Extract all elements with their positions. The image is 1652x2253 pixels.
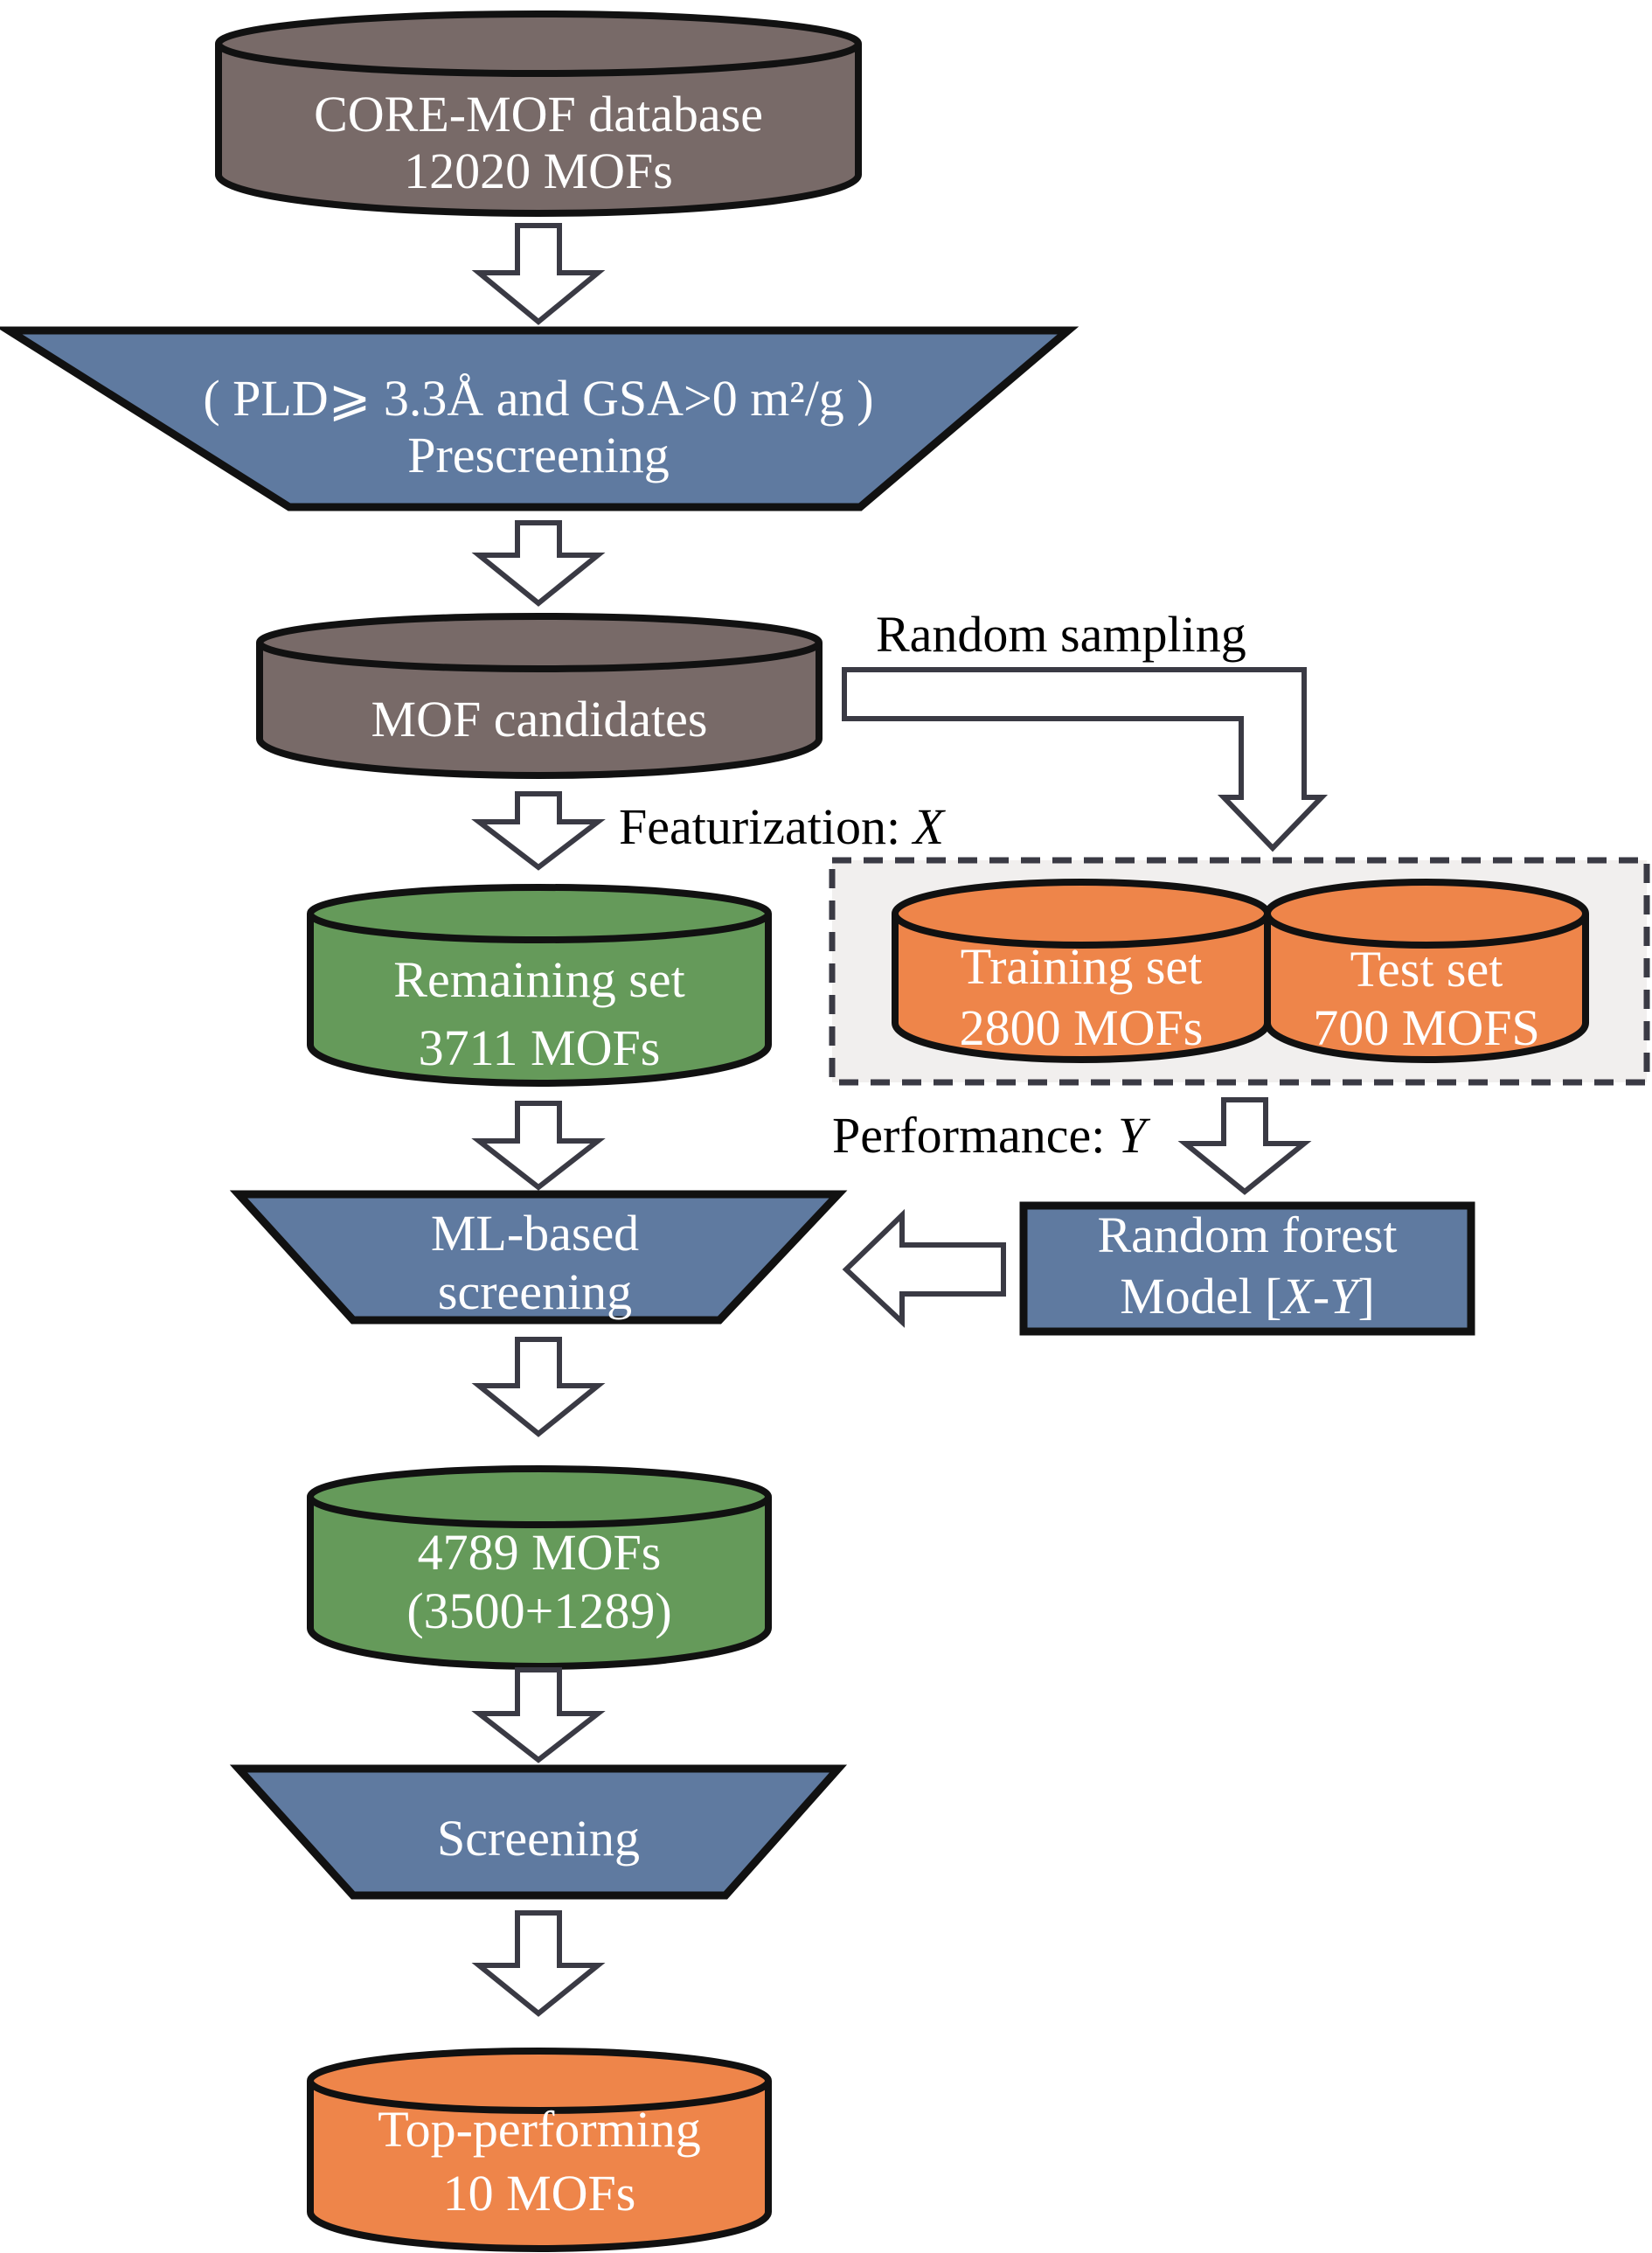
performance-var: Y	[1118, 1107, 1151, 1164]
node-training-set: Training set 2800 MOFs	[892, 879, 1271, 1063]
node-prescreening: ( PLD⩾ 3.3Å and GSA>0 m²/g ) Prescreenin…	[0, 326, 1079, 511]
node-label: (3500+1289)	[406, 1582, 671, 1639]
node-label: MOF candidates	[371, 691, 708, 748]
cylinder-top	[307, 884, 772, 943]
node-label: Prescreening	[407, 427, 670, 483]
featurization-text: Featurization:	[619, 798, 913, 855]
node-label: Training set	[961, 938, 1203, 995]
model-bracket: ]	[1357, 1268, 1374, 1325]
model-var-x: X	[1280, 1268, 1315, 1325]
featurization-var: X	[912, 798, 947, 855]
trapezoid-shape	[229, 1764, 848, 1900]
node-label: 2800 MOFs	[960, 999, 1204, 1056]
down-arrow-icon	[471, 1667, 606, 1763]
node-label: 4789 MOFs	[418, 1524, 662, 1581]
down-arrow-icon	[471, 1337, 606, 1437]
model-text: Model [	[1120, 1268, 1281, 1325]
down-arrow-icon	[471, 223, 606, 325]
down-arrow-icon	[471, 520, 606, 607]
cylinder-body	[256, 643, 823, 779]
node-top-performing: Top-performing 10 MOFs	[307, 2048, 772, 2252]
elbow-arrow-icon	[842, 667, 1329, 852]
node-random-forest-model: Random forest Model [X-Y]	[1019, 1201, 1475, 1336]
node-label: CORE-MOF database	[314, 86, 763, 143]
node-label: Top-performing	[378, 2101, 701, 2158]
model-var-y: Y	[1329, 1268, 1363, 1325]
train-test-split-group: Training set 2800 MOFs Test set 700 MOFS	[829, 857, 1650, 1086]
node-label: Test set	[1350, 941, 1503, 998]
edge-label-random-sampling: Random sampling	[876, 606, 1246, 663]
cylinder-body	[215, 44, 862, 217]
left-arrow-icon	[842, 1208, 1006, 1328]
node-label: screening	[438, 1263, 632, 1320]
cylinder-body	[307, 914, 772, 1087]
cylinder-top	[307, 2048, 772, 2114]
cylinder-top	[215, 10, 862, 77]
cylinder-body	[892, 914, 1271, 1063]
node-mof-candidates: MOF candidates	[256, 613, 823, 779]
node-screening: Screening	[229, 1764, 848, 1900]
node-label: 3711 MOFs	[419, 1019, 661, 1076]
node-label: 10 MOFs	[443, 2165, 636, 2222]
node-label: ( PLD⩾ 3.3Å and GSA>0 m²/g )	[203, 370, 873, 427]
edge-label-featurization: Featurization: X	[619, 798, 947, 855]
node-label: Random forest	[1097, 1206, 1397, 1263]
down-arrow-icon	[471, 1101, 606, 1191]
trapezoid-shape	[0, 326, 1079, 511]
model-dash: -	[1313, 1268, 1329, 1325]
trapezoid-shape	[229, 1190, 848, 1325]
cylinder-top	[1264, 879, 1589, 949]
node-test-set: Test set 700 MOFS	[1264, 879, 1589, 1063]
rect-shape	[1019, 1201, 1475, 1336]
cylinder-top	[307, 1465, 772, 1528]
node-label: ML-based	[431, 1205, 639, 1262]
node-4789-mofs: 4789 MOFs (3500+1289)	[307, 1465, 772, 1670]
cylinder-body	[307, 1497, 772, 1670]
node-core-mof-database: CORE-MOF database 12020 MOFs	[215, 10, 862, 217]
node-label: 700 MOFS	[1313, 999, 1539, 1056]
node-remaining-set: Remaining set 3711 MOFs	[307, 884, 772, 1087]
down-arrow-icon	[471, 791, 606, 871]
cylinder-top	[892, 879, 1271, 949]
cylinder-top	[256, 613, 823, 672]
cylinder-body	[307, 2081, 772, 2252]
down-arrow-icon	[471, 1910, 606, 2017]
node-label: Remaining set	[393, 951, 684, 1008]
node-ml-based-screening: ML-based screening	[229, 1190, 848, 1325]
node-label: Model [X-Y]	[1120, 1268, 1375, 1325]
node-label: 12020 MOFs	[404, 143, 673, 199]
cylinder-body	[1264, 914, 1589, 1063]
performance-text: Performance:	[832, 1107, 1118, 1164]
down-arrow-icon	[1177, 1097, 1312, 1195]
node-label: Screening	[437, 1810, 640, 1867]
edge-label-performance: Performance: Y	[832, 1107, 1151, 1164]
